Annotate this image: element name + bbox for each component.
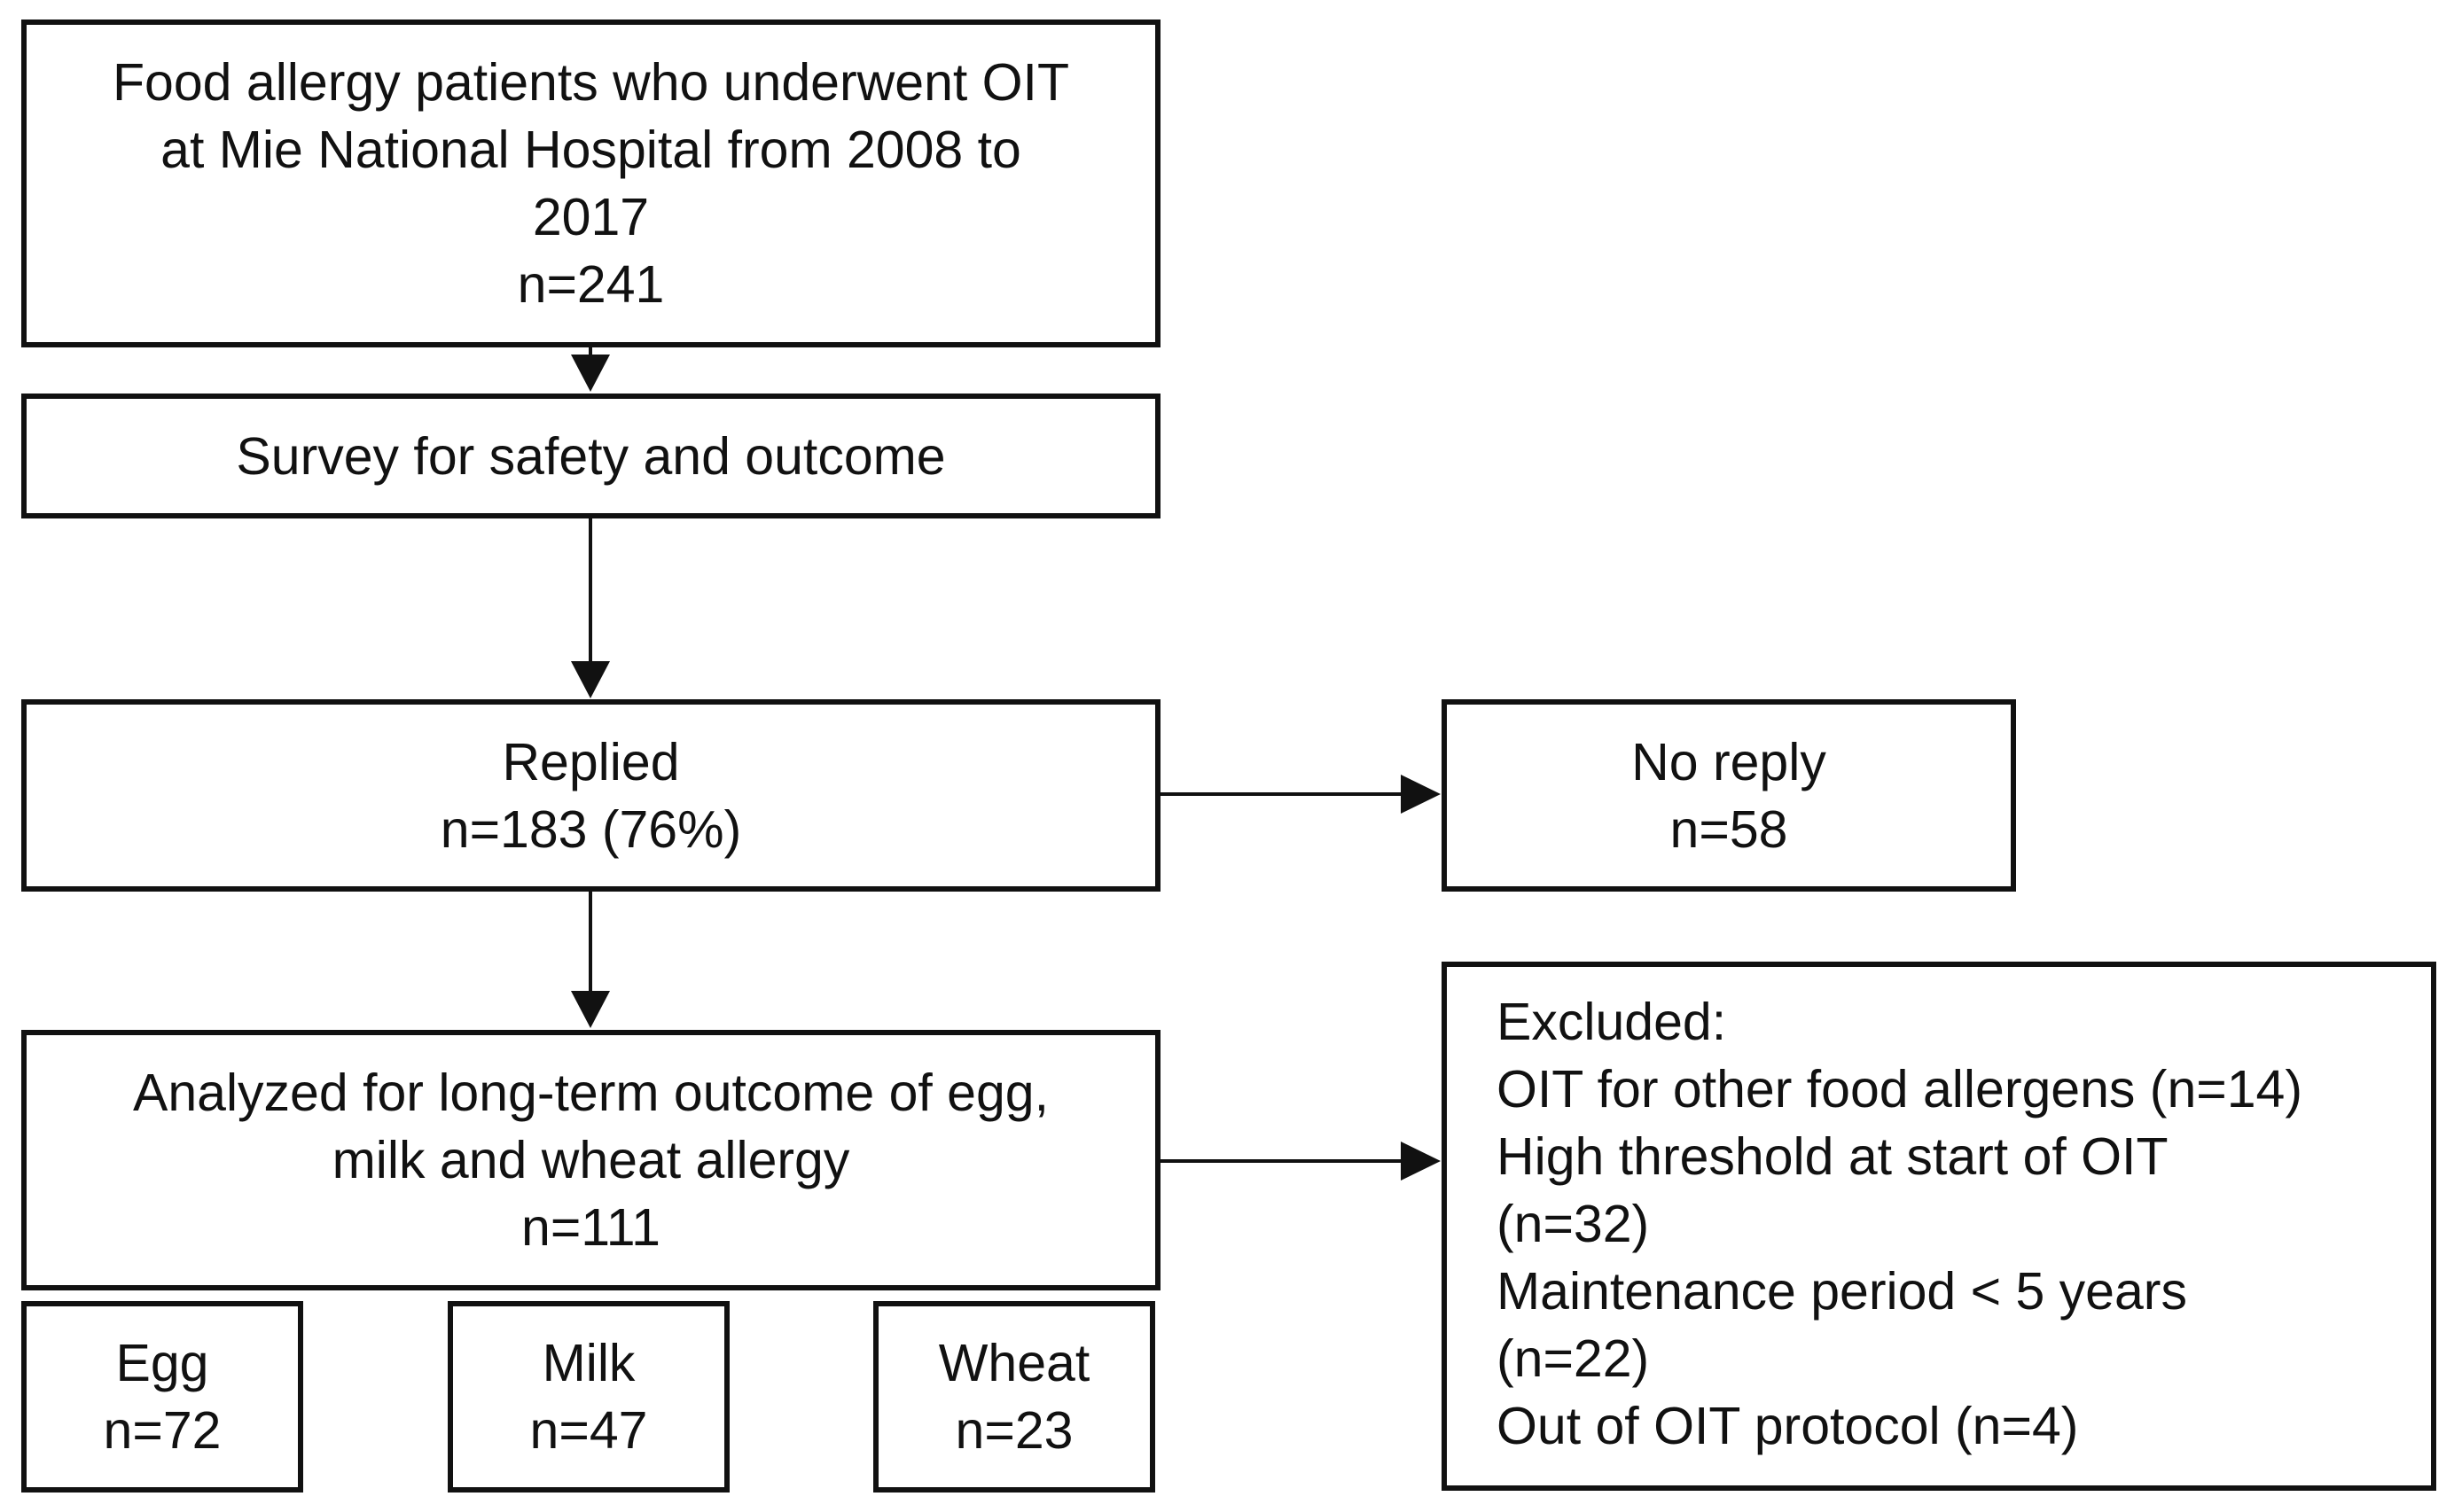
- excluded-item-high-threshold: High threshold at start of OIT: [1497, 1127, 2169, 1186]
- excluded-item-maintenance: Maintenance period < 5 years: [1497, 1262, 2187, 1321]
- wheat-label: Wheat: [938, 1334, 1090, 1392]
- population-line-1: Food allergy patients who underwent OIT: [113, 53, 1069, 112]
- arrowhead-survey: [571, 355, 610, 392]
- arrowhead-replied: [571, 661, 610, 698]
- excluded-item-other-allergens: OIT for other food allergens (n=14): [1497, 1060, 2302, 1118]
- arrowhead-noreply: [1401, 775, 1441, 814]
- population-box: Food allergy patients who underwent OIT …: [21, 19, 1161, 347]
- population-line-3: 2017: [532, 188, 650, 246]
- egg-box: Egg n=72: [21, 1301, 303, 1493]
- survey-label: Survey for safety and outcome: [236, 426, 946, 486]
- milk-label: Milk: [542, 1334, 636, 1392]
- egg-label: Egg: [115, 1334, 209, 1392]
- egg-count: n=72: [103, 1401, 222, 1460]
- milk-count: n=47: [529, 1401, 648, 1460]
- population-count: n=241: [517, 255, 665, 314]
- arrowhead-analyzed: [571, 991, 610, 1028]
- excluded-box: Excluded: OIT for other food allergens (…: [1442, 962, 2436, 1491]
- no-reply-count: n=58: [1669, 799, 1788, 859]
- analyzed-box: Analyzed for long-term outcome of egg, m…: [21, 1030, 1161, 1290]
- no-reply-box: No reply n=58: [1442, 699, 2016, 892]
- no-reply-label: No reply: [1631, 732, 1826, 791]
- excluded-heading: Excluded:: [1497, 993, 1727, 1051]
- replied-box: Replied n=183 (76%): [21, 699, 1161, 892]
- replied-label: Replied: [502, 732, 680, 791]
- analyzed-count: n=111: [521, 1198, 660, 1257]
- analyzed-line-1: Analyzed for long-term outcome of egg,: [132, 1064, 1050, 1122]
- excluded-item-high-threshold-count: (n=32): [1497, 1195, 1650, 1253]
- wheat-count: n=23: [955, 1401, 1074, 1460]
- survey-box: Survey for safety and outcome: [21, 394, 1161, 518]
- analyzed-line-2: milk and wheat allergy: [332, 1131, 850, 1189]
- arrowhead-excluded: [1401, 1142, 1441, 1181]
- wheat-box: Wheat n=23: [873, 1301, 1155, 1493]
- population-line-2: at Mie National Hospital from 2008 to: [160, 121, 1021, 179]
- milk-box: Milk n=47: [448, 1301, 730, 1493]
- excluded-item-maintenance-count: (n=22): [1497, 1329, 1650, 1388]
- excluded-item-protocol: Out of OIT protocol (n=4): [1497, 1397, 2079, 1455]
- replied-count: n=183 (76%): [440, 799, 742, 859]
